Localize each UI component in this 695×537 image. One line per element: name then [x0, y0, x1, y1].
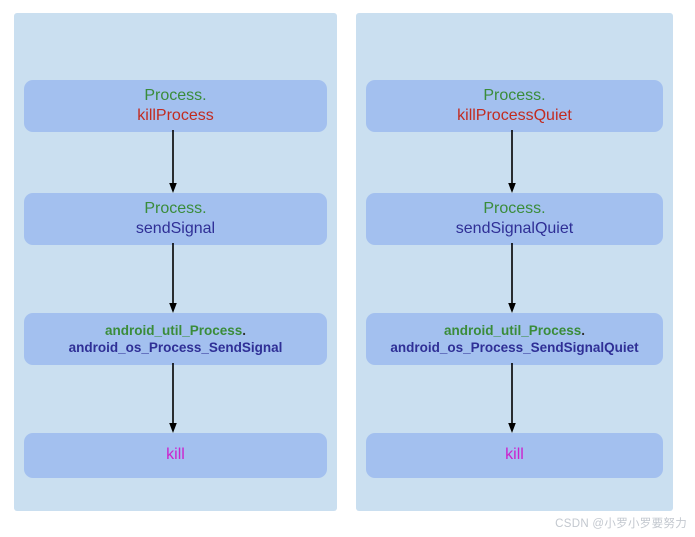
node-left-node-2-line2: sendSignal: [135, 220, 216, 237]
node-left-node-3-class: android_util_Process: [104, 322, 243, 338]
node-left-node-4-line1: kill: [166, 446, 185, 464]
node-right-node-2-line2: sendSignalQuiet: [455, 220, 574, 237]
node-left-node-4[interactable]: kill: [24, 433, 327, 478]
arrow-left-3-to-4: [169, 363, 177, 433]
arrow-left-1-to-2: [169, 130, 177, 193]
node-right-node-3-dot: .: [581, 322, 586, 338]
node-right-node-3-line1: android_util_Process.: [444, 322, 585, 339]
node-left-node-2-line1: Process.: [144, 199, 207, 217]
arrow-right-2-to-3: [508, 243, 516, 313]
node-right-node-3-line2: android_os_Process_SendSignalQuiet: [390, 340, 639, 355]
node-right-node-1-line1: Process.: [483, 86, 546, 104]
arrow-right-3-to-4: [508, 363, 516, 433]
node-right-node-3[interactable]: android_util_Process. android_os_Process…: [366, 313, 663, 365]
node-left-node-2[interactable]: Process. sendSignal: [24, 193, 327, 245]
node-left-node-3[interactable]: android_util_Process. android_os_Process…: [24, 313, 327, 365]
node-right-node-3-class: android_util_Process: [443, 322, 582, 338]
node-right-node-1-line2: killProcessQuiet: [457, 107, 572, 124]
arrow-right-1-to-2: [508, 130, 516, 193]
node-left-node-3-line2: android_os_Process_SendSignal: [68, 340, 283, 355]
node-right-node-4[interactable]: kill: [366, 433, 663, 478]
node-left-node-3-line1: android_util_Process.: [105, 322, 246, 339]
node-left-node-1[interactable]: Process. killProcess: [24, 80, 327, 132]
node-right-node-2-line1: Process.: [483, 199, 546, 217]
node-right-node-4-line1: kill: [505, 446, 524, 464]
node-left-node-1-line1: Process.: [144, 86, 207, 104]
node-left-node-3-dot: .: [242, 322, 247, 338]
node-right-node-2[interactable]: Process. sendSignalQuiet: [366, 193, 663, 245]
arrow-left-2-to-3: [169, 243, 177, 313]
watermark-text: CSDN @小罗小罗要努力: [555, 518, 687, 530]
node-right-node-1[interactable]: Process. killProcessQuiet: [366, 80, 663, 132]
node-left-node-1-line2: killProcess: [137, 107, 214, 124]
